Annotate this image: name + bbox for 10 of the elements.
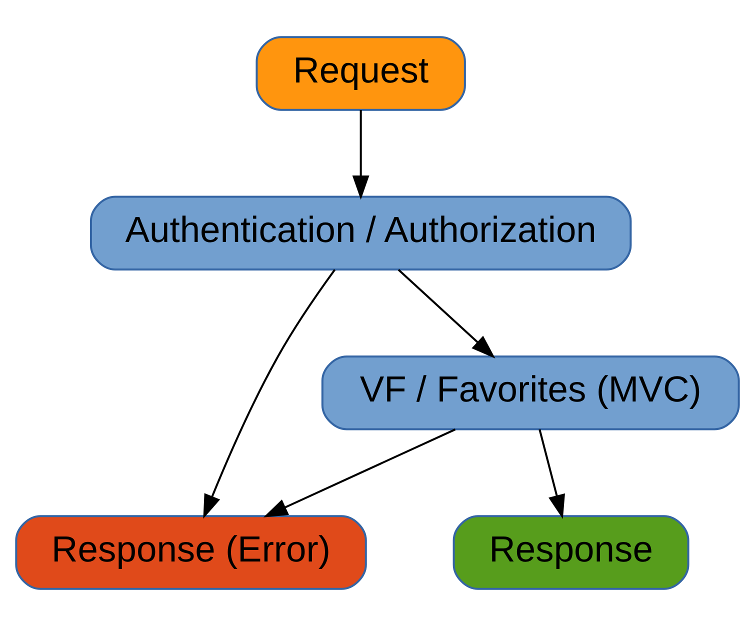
arrow [538,428,565,519]
node-box: Response [452,514,690,590]
node-box: Authentication / Authorization [90,195,632,270]
arrow [203,268,336,518]
node-box: Response (Error) [15,514,367,590]
node-box: Request [256,36,466,110]
arrow [352,110,370,200]
arrow [398,268,496,358]
node-box: VF / Favorites (MVC) [321,354,740,430]
arrow [263,428,456,517]
